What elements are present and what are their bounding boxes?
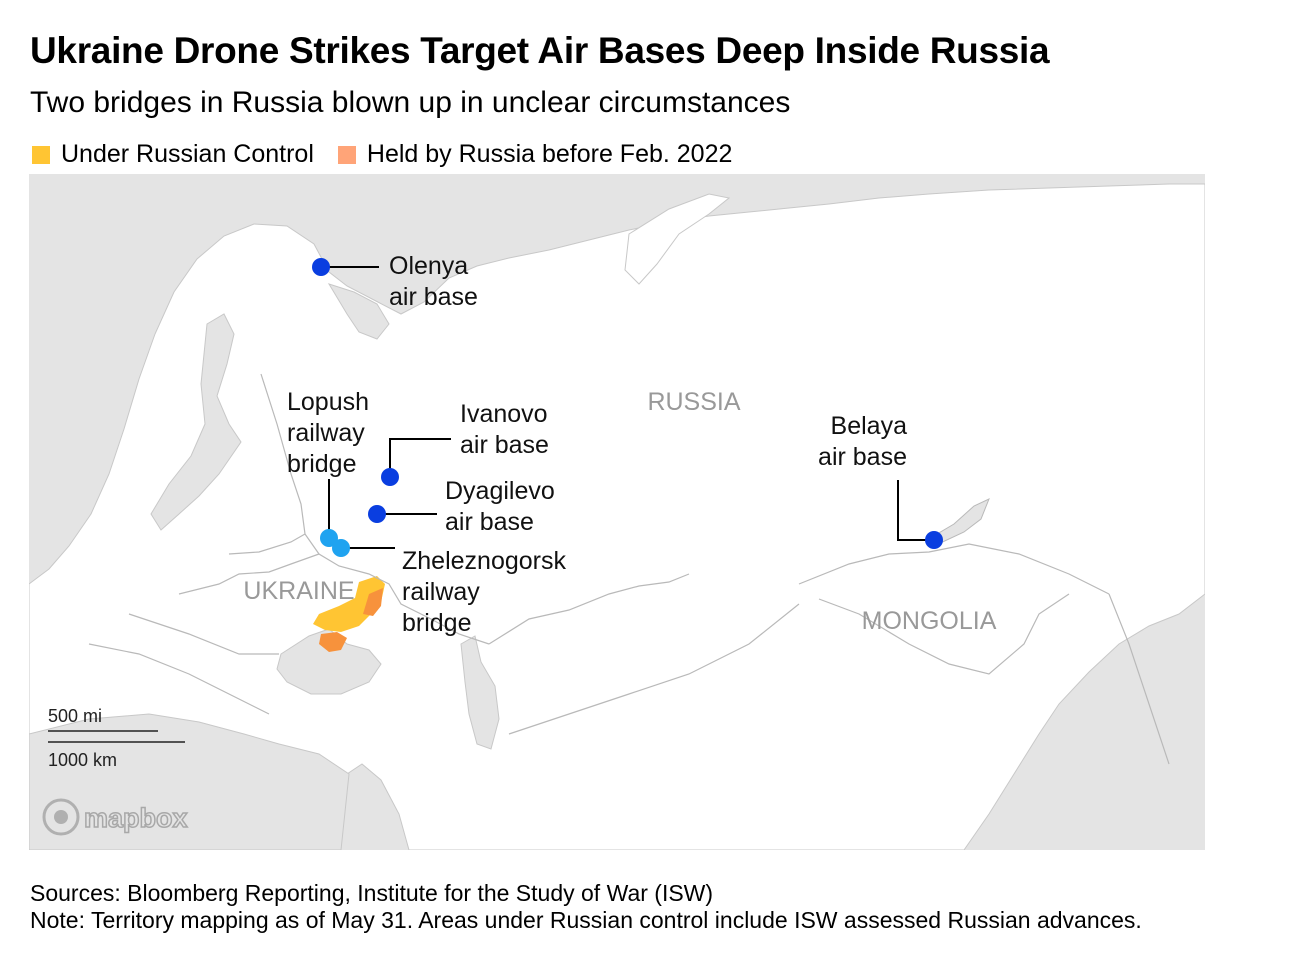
mapbox-logo[interactable]: mapbox	[42, 798, 188, 836]
caspian-sea	[460, 635, 500, 750]
marker-ivanovo-air-base[interactable]	[381, 468, 399, 486]
label-lopush-line2: railway	[287, 419, 365, 447]
belaya-leader-line	[897, 480, 934, 541]
label-zheleznogorsk-line3: bridge	[402, 609, 472, 637]
label-olenya-line2: air base	[389, 283, 478, 311]
black-sea	[276, 628, 382, 695]
marker-olenya-air-base[interactable]	[312, 258, 330, 276]
country-label-mongolia: MONGOLIA	[862, 607, 997, 635]
legend-label-russian-control: Under Russian Control	[61, 140, 314, 168]
marker-lopush-bridge[interactable]	[320, 529, 338, 547]
marker-zheleznogorsk-bridge[interactable]	[332, 539, 350, 557]
territory-note: Note: Territory mapping as of May 31. Ar…	[30, 907, 1142, 933]
legend-swatch-held-before-2022	[337, 145, 356, 164]
footer: Sources: Bloomberg Reporting, Institute …	[30, 880, 1270, 934]
label-belaya-line1: Belaya	[831, 412, 908, 440]
country-label-russia: RUSSIA	[647, 388, 740, 416]
label-belaya-line2: air base	[818, 443, 907, 471]
label-ivanovo-line2: air base	[460, 431, 549, 459]
scale-label-km: 1000 km	[48, 750, 117, 770]
mediterranean-sea	[29, 713, 350, 850]
baltic-sea	[150, 313, 242, 531]
novaya-zemlya	[624, 193, 731, 285]
label-lopush-line1: Lopush	[287, 388, 369, 416]
label-olenya-line1: Olenya	[389, 252, 468, 280]
label-zheleznogorsk-line2: railway	[402, 578, 480, 606]
held-before-2022-area	[363, 588, 383, 616]
label-lopush-line3: bridge	[287, 450, 357, 478]
scale-label-miles: 500 mi	[48, 706, 102, 726]
marker-belaya-air-base[interactable]	[925, 531, 943, 549]
legend-item-russian-control: Under Russian Control	[32, 140, 314, 169]
label-dyagilevo-line1: Dyagilevo	[445, 477, 555, 505]
russian-control-area	[313, 576, 385, 632]
borders	[88, 373, 1170, 765]
map-canvas: RUSSIA UKRAINE MONGOLIA Olenya air base …	[29, 183, 1205, 850]
marker-dyagilevo-air-base[interactable]	[368, 505, 386, 523]
legend: Under Russian Control Held by Russia bef…	[32, 140, 756, 169]
label-dyagilevo-line2: air base	[445, 508, 534, 536]
white-sea	[327, 283, 390, 340]
crimea-area	[319, 632, 347, 652]
chart-subtitle: Two bridges in Russia blown up in unclea…	[30, 86, 791, 119]
label-zheleznogorsk-line1: Zheleznogorsk	[402, 547, 566, 575]
sources-note: Sources: Bloomberg Reporting, Institute …	[30, 880, 714, 906]
chart-title: Ukraine Drone Strikes Target Air Bases D…	[30, 30, 1050, 71]
legend-swatch-russian-control	[32, 145, 50, 164]
legend-item-held-before-2022: Held by Russia before Feb. 2022	[337, 140, 733, 169]
mapbox-wordmark: mapbox	[84, 803, 188, 833]
map[interactable]: RUSSIA UKRAINE MONGOLIA Olenya air base …	[29, 174, 1205, 850]
ivanovo-leader-line	[389, 438, 451, 477]
legend-label-held-before-2022: Held by Russia before Feb. 2022	[366, 140, 733, 168]
country-label-ukraine: UKRAINE	[243, 577, 354, 605]
label-ivanovo-line1: Ivanovo	[460, 400, 548, 428]
